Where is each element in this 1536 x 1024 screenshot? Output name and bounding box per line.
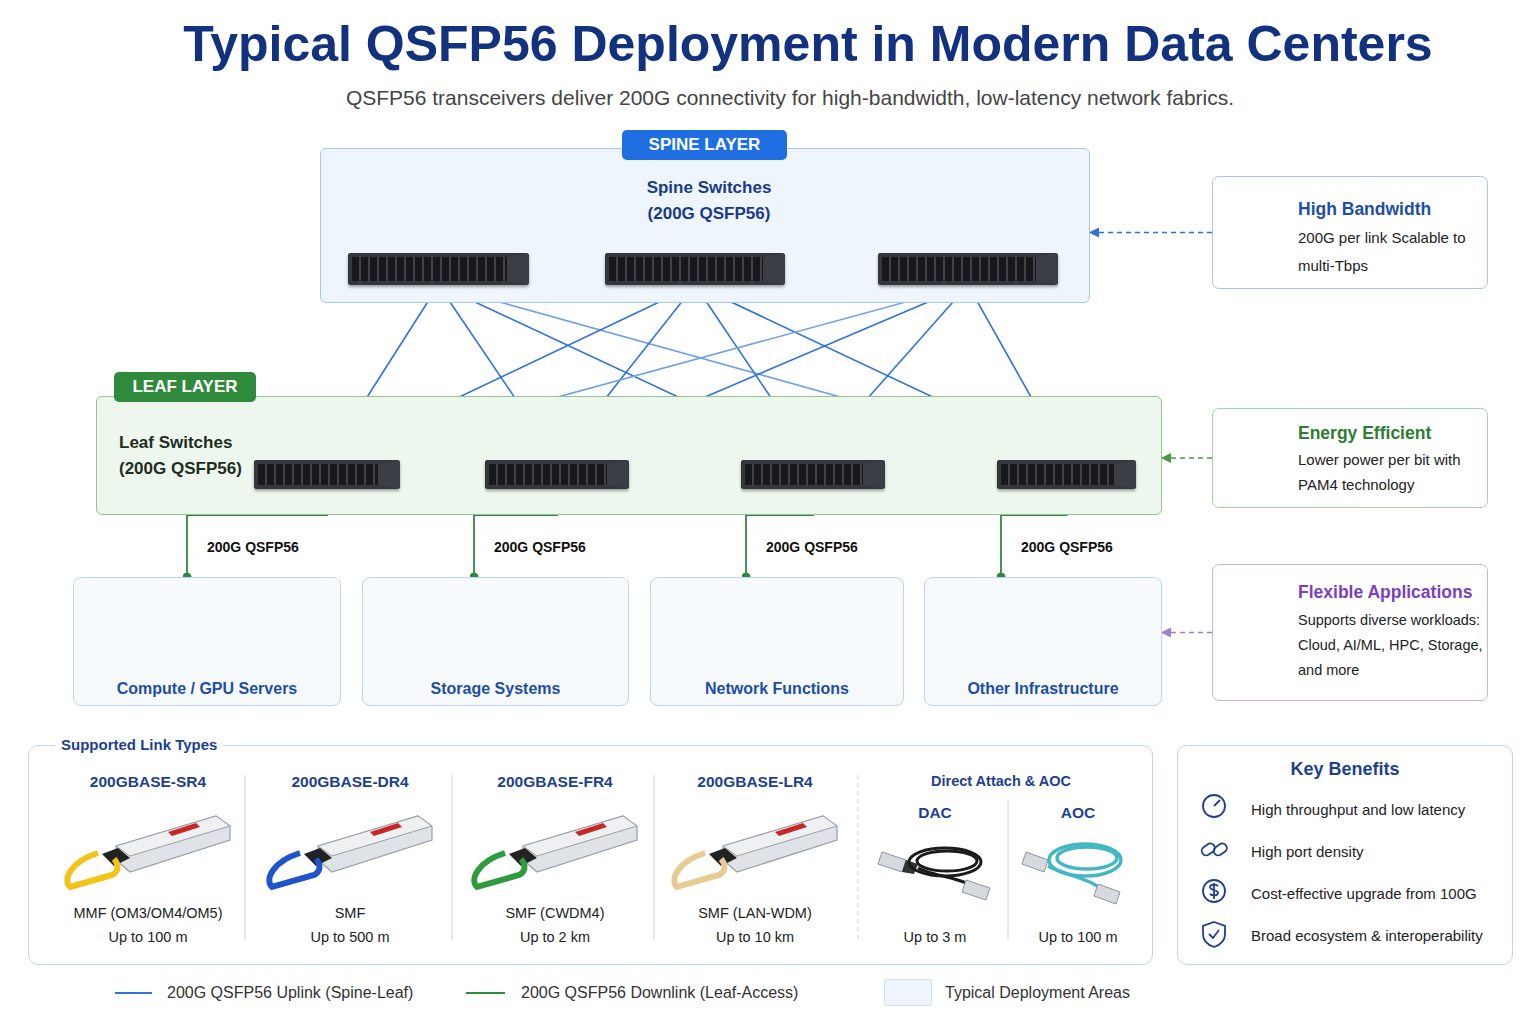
- group-label: Network Functions: [651, 678, 903, 700]
- callout-body: Supports diverse workloads: Cloud, AI/ML…: [1298, 608, 1486, 683]
- edge-label: 200G QSFP56: [205, 537, 301, 557]
- spine-switch: [878, 253, 1058, 285]
- media-text: SMF (LAN-WDM): [655, 903, 855, 923]
- spine-switch: [348, 253, 529, 285]
- connector: [1162, 632, 1212, 634]
- legend-swatch: [884, 979, 932, 1006]
- link-type-name: 200GBASE-SR4: [48, 772, 248, 792]
- callout-title: Flexible Applications: [1298, 580, 1484, 604]
- leaf-switch: [485, 460, 629, 489]
- media-text: SMF: [250, 903, 450, 923]
- group-label: Compute / GPU Servers: [74, 678, 340, 700]
- key-benefits-panel: Key BenefitsHigh throughput and low late…: [1177, 745, 1513, 965]
- edge-label: 200G QSFP56: [764, 537, 860, 557]
- reach-text: Up to 3 m: [835, 927, 1035, 947]
- benefit-item: Broad ecosystem & interoperability: [1251, 926, 1509, 946]
- reach-text: Up to 100 m: [48, 927, 248, 947]
- access-group-box: Storage Systems: [362, 577, 629, 706]
- panel-heading: Spine Switches (200G QSFP56): [629, 175, 789, 227]
- layer-tab: SPINE LAYER: [622, 130, 787, 160]
- access-group-box: Other Infrastructure: [924, 577, 1162, 706]
- access-group-box: Compute / GPU Servers: [73, 577, 341, 706]
- connector: [1090, 232, 1212, 234]
- legend-text: Typical Deployment Areas: [945, 983, 1130, 1003]
- edge-label: 200G QSFP56: [492, 537, 588, 557]
- leaf-switch: [741, 460, 885, 489]
- access-group-box: Network Functions: [650, 577, 904, 706]
- reach-text: Up to 100 m: [978, 927, 1178, 947]
- media-text: SMF (CWDM4): [455, 903, 655, 923]
- reach-text: Up to 10 km: [655, 927, 855, 947]
- callout-title: Energy Efficient: [1298, 421, 1484, 445]
- benefit-item: High port density: [1251, 842, 1509, 862]
- legend-text: 200G QSFP56 Downlink (Leaf-Access): [521, 983, 798, 1003]
- callout-box: Energy EfficientLower power per bit with…: [1212, 408, 1488, 508]
- link-type-name: 200GBASE-LR4: [655, 772, 855, 792]
- link-type-name: 200GBASE-FR4: [455, 772, 655, 792]
- callout-box: Flexible ApplicationsSupports diverse wo…: [1212, 564, 1488, 701]
- reach-text: Up to 500 m: [250, 927, 450, 947]
- media-text: MMF (OM3/OM4/OM5): [48, 903, 248, 923]
- leaf-layer-panel: LEAF LAYERLeaf Switches (200G QSFP56): [96, 396, 1162, 515]
- title: Typical QSFP56 Deployment in Modern Data…: [80, 12, 1536, 76]
- benefit-item: High throughput and low latency: [1251, 800, 1509, 820]
- leaf-switch: [997, 460, 1136, 489]
- legend-text: 200G QSFP56 Uplink (Spine-Leaf): [167, 983, 413, 1003]
- link-type-name: 200GBASE-DR4: [250, 772, 450, 792]
- callout-body: 200G per link Scalable to multi-Tbps: [1298, 224, 1484, 280]
- panel-heading: Key Benefits: [1178, 758, 1512, 780]
- connector: [1162, 457, 1212, 459]
- panel-heading: Leaf Switches (200G QSFP56): [119, 430, 255, 482]
- callout-body: Lower power per bit with PAM4 technology: [1298, 447, 1484, 497]
- leaf-switch: [254, 460, 400, 489]
- cable-name: DAC: [835, 803, 1035, 823]
- benefit-item: Cost-effective upgrade from 100G: [1251, 884, 1509, 904]
- group-title: Direct Attach & AOC: [901, 771, 1101, 791]
- edge-label: 200G QSFP56: [1019, 537, 1115, 557]
- panel-heading: Supported Link Types: [55, 735, 223, 755]
- layer-tab: LEAF LAYER: [114, 372, 256, 402]
- spine-switch: [605, 253, 785, 285]
- spine-layer-panel: SPINE LAYERSpine Switches (200G QSFP56): [320, 148, 1090, 303]
- callout-title: High Bandwidth: [1298, 197, 1484, 221]
- cable-name: AOC: [978, 803, 1178, 823]
- caption: QSFP56 transceivers deliver 200G connect…: [40, 84, 1536, 112]
- reach-text: Up to 2 km: [455, 927, 655, 947]
- group-label: Storage Systems: [363, 678, 628, 700]
- callout-box: High Bandwidth 200G per link Scalable to …: [1212, 176, 1488, 289]
- group-label: Other Infrastructure: [925, 678, 1161, 700]
